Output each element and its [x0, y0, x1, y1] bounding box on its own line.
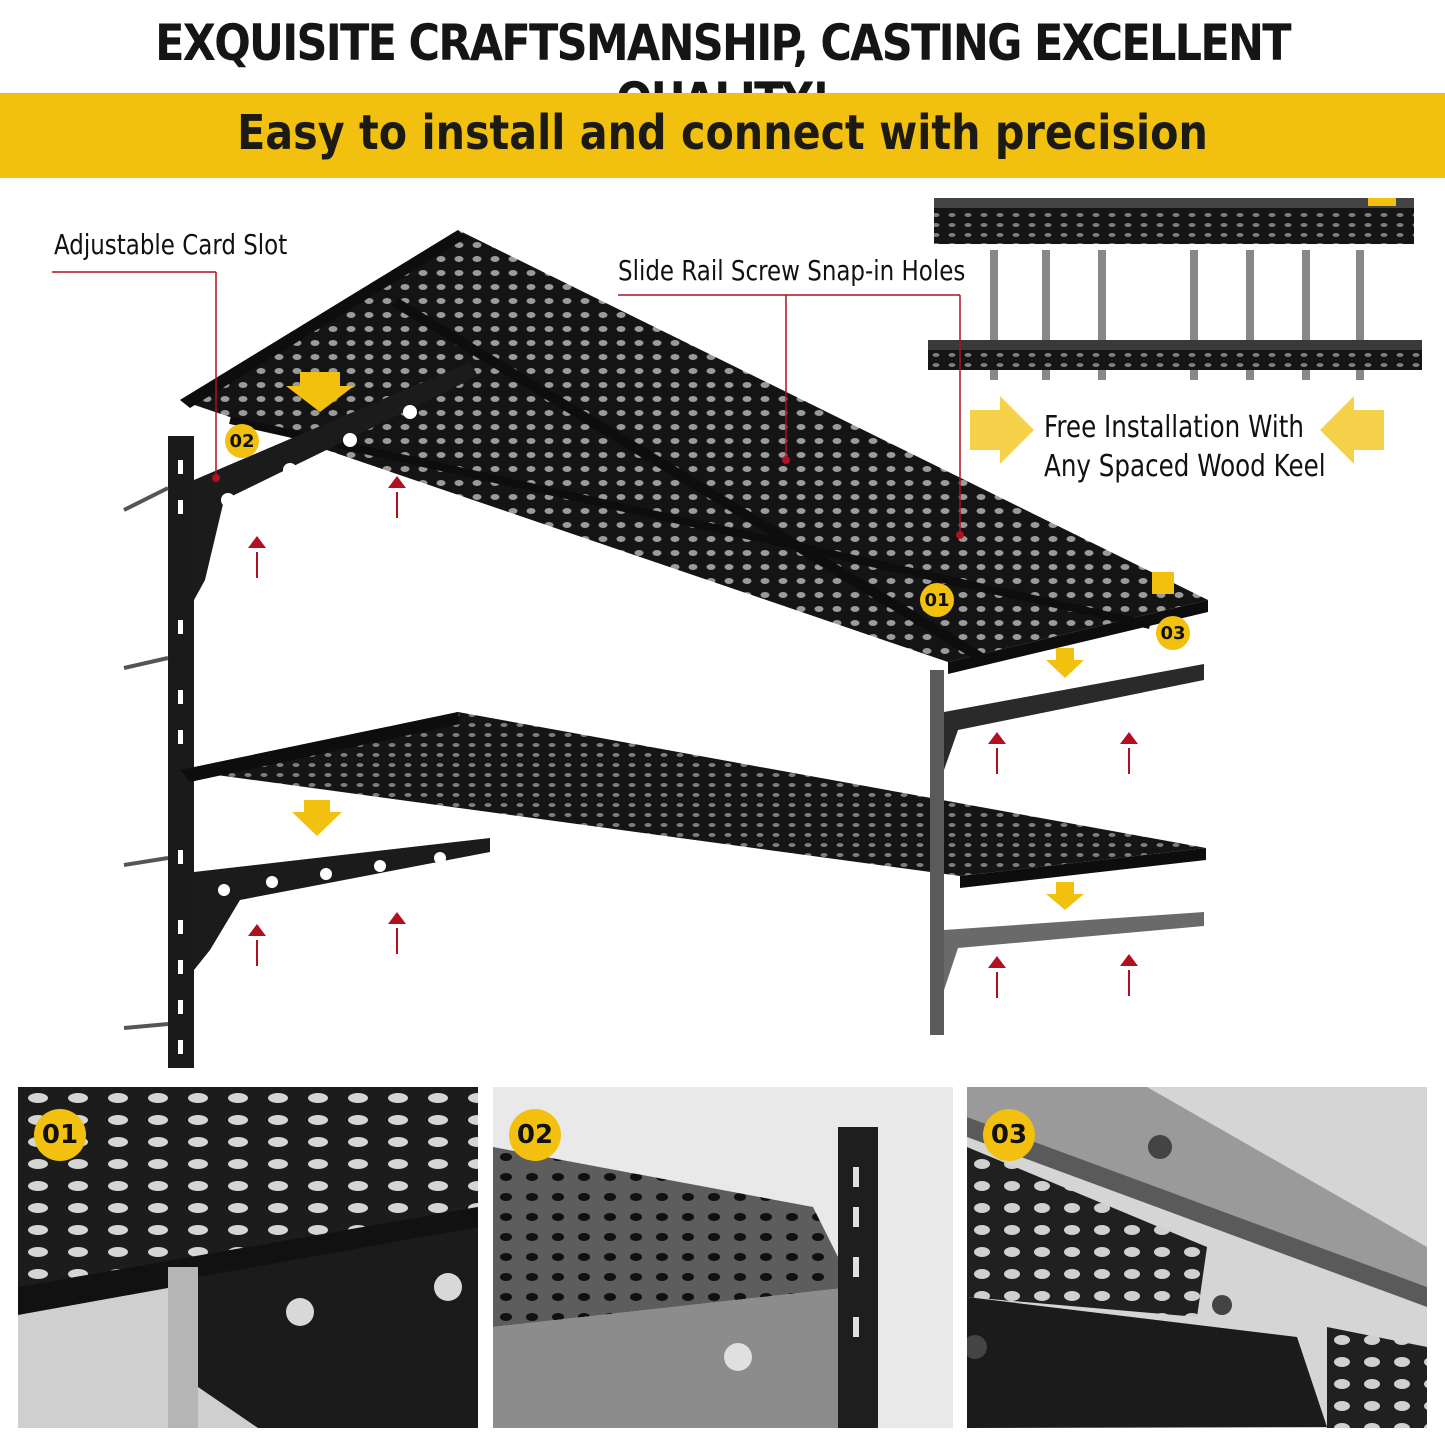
free-installation-text: Free Installation With Any Spaced Wood K…	[1044, 408, 1326, 486]
bottom-bracket-left	[194, 838, 490, 970]
badge-01: 01	[920, 583, 954, 617]
right-upright	[930, 664, 1204, 1035]
install-arrows	[286, 372, 1084, 910]
top-bracket-left	[194, 362, 478, 600]
detail-panel-02: 02	[493, 1087, 953, 1428]
panel-01-badge: 01	[34, 1109, 86, 1161]
badge-03: 03	[1156, 616, 1190, 650]
inset-arrows	[970, 396, 1384, 464]
bottom-shelf	[180, 712, 1206, 888]
adjustable-card-slot-label: Adjustable Card Slot	[54, 228, 288, 261]
title-band: Easy to install and connect with precisi…	[0, 93, 1445, 178]
left-upright	[123, 436, 194, 1068]
top-shelf	[180, 230, 1208, 674]
inset-illustration	[928, 198, 1422, 380]
detail-03-illustration	[967, 1087, 1427, 1428]
panel-02-badge: 02	[509, 1109, 561, 1161]
panel-03-badge: 03	[983, 1109, 1035, 1161]
red-markers	[248, 476, 1138, 998]
detail-panel-01: 01	[18, 1087, 478, 1428]
detail-panel-03: 03	[967, 1087, 1427, 1428]
subheadline: Easy to install and connect with precisi…	[237, 105, 1208, 161]
callout-lines	[52, 271, 964, 539]
free-installation-line2: Any Spaced Wood Keel	[1044, 449, 1326, 484]
free-installation-line1: Free Installation With	[1044, 410, 1304, 445]
shelf-illustration	[52, 198, 1422, 1068]
detail-01-illustration	[18, 1087, 478, 1428]
slide-rail-label: Slide Rail Screw Snap-in Holes	[618, 254, 966, 287]
detail-02-illustration	[493, 1087, 953, 1428]
badge-02: 02	[225, 424, 259, 458]
